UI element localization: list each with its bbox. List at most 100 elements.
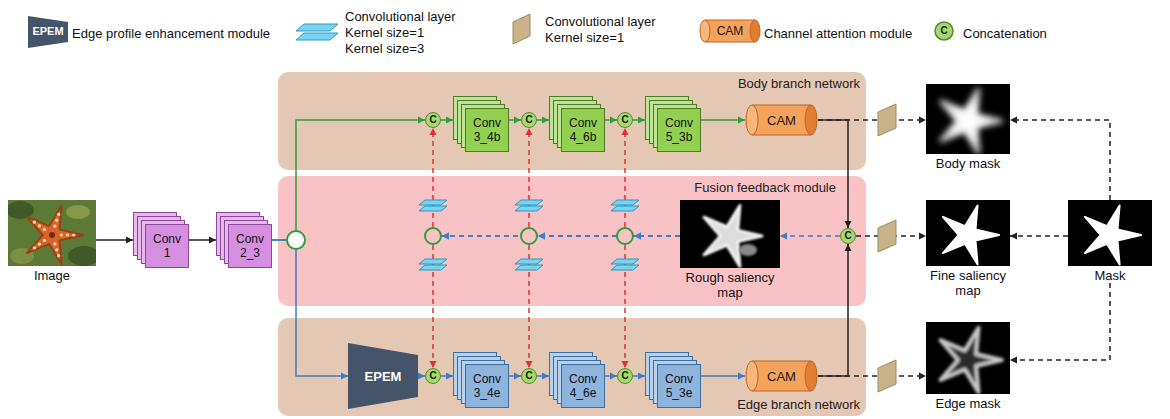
photo-picture [8, 200, 96, 266]
conv1x1-legend-icon [513, 14, 530, 44]
connector-line [442, 235, 680, 237]
epem-label: EPEM [365, 369, 402, 384]
band-heading: Body branch network [738, 76, 860, 91]
icon-label-text: CAM [700, 24, 760, 38]
conv-stack: Conv 5_3e [645, 352, 701, 408]
icon-label: EPEM [28, 25, 68, 38]
connector [537, 117, 549, 124]
image-node: Body mask [926, 84, 1010, 171]
legend-entry: Kernel size=1 [545, 28, 624, 46]
connector-line [818, 119, 926, 121]
arrowhead [919, 117, 926, 124]
arrowhead [622, 128, 629, 135]
connector [441, 373, 453, 380]
legend-entry: Edge profile enhancement module [72, 24, 270, 42]
conv-label: Conv 1 [153, 232, 181, 260]
connector-line [272, 240, 348, 376]
cam-cylinder: CAM [745, 360, 818, 392]
connector-line [780, 235, 840, 237]
connector [272, 117, 425, 241]
arrowhead [1010, 233, 1017, 240]
concat-circle: C [617, 368, 633, 384]
layer-front: Conv 4_6b [561, 108, 605, 152]
connector [272, 240, 348, 380]
conv-label: Conv 2_3 [236, 232, 264, 260]
connector [1010, 283, 1110, 364]
legend-entry: Kernel size=3 [345, 39, 424, 57]
connector [537, 373, 549, 380]
edge-picture [926, 322, 1010, 394]
legend-entry: Convolutional layer [545, 12, 656, 30]
conv-stack: Conv 4_6e [549, 352, 605, 408]
connector [430, 233, 681, 369]
connector-line [272, 120, 425, 240]
connector [1010, 117, 1110, 201]
legend-text: Kernel size=1 [345, 25, 424, 40]
layer-front: Conv 5_3b [657, 108, 701, 152]
concat-label: C [621, 115, 628, 125]
cam-cylinder: CAM [745, 104, 818, 136]
concat-circle: C [521, 112, 537, 128]
arrowhead [418, 373, 425, 380]
arrowhead [418, 117, 425, 124]
layer-front: Conv 1 [145, 224, 189, 268]
connector [441, 117, 453, 124]
arrowhead [126, 237, 133, 244]
conv-stack: Conv 5_3b [645, 96, 701, 152]
arrowhead [526, 361, 533, 368]
connector-line [624, 128, 626, 227]
layer-front: Conv 2_3 [228, 224, 272, 268]
concat-label: C [429, 115, 436, 125]
connector [633, 373, 645, 380]
image-caption: Mask [1068, 268, 1152, 283]
network-band: Edge branch networkEPEMCConv 3_4eCConv 4… [278, 318, 866, 416]
arrowhead [1010, 117, 1017, 124]
epem-legend-icon [28, 16, 68, 48]
arrowhead [610, 373, 617, 380]
conv-legend-icon [296, 24, 338, 40]
connector [818, 244, 852, 376]
conv-label: Conv 5_3b [665, 116, 693, 144]
image-caption: Rough saliency map [680, 270, 780, 300]
connector [1010, 233, 1068, 240]
connector-line [818, 120, 848, 228]
concat-circle: C [617, 112, 633, 128]
arrowhead [442, 233, 449, 240]
arrowhead [638, 117, 645, 124]
connector-line [1010, 235, 1068, 237]
connector [526, 233, 681, 369]
connector-line [442, 235, 680, 237]
cam-legend-icon [700, 20, 760, 42]
split-circle [287, 231, 305, 249]
legend-text: Edge profile enhancement module [72, 26, 270, 41]
concat-label: C [844, 231, 851, 241]
arrowhead [430, 128, 437, 135]
conv-label: Conv 3_4b [473, 116, 501, 144]
legend-text: Kernel size=1 [545, 30, 624, 45]
connector [509, 373, 521, 380]
arrowhead [442, 233, 449, 240]
connector [605, 117, 617, 124]
image-node: Edge mask [926, 322, 1010, 411]
concat-circle: C [521, 368, 537, 384]
arrowhead [341, 373, 348, 380]
legend-text: Channel attention module [764, 26, 912, 41]
arrowhead [845, 244, 852, 251]
arrowhead [622, 361, 629, 368]
network-band: Body branch networkC Conv 3_4b C Conv 4_6b C… [278, 72, 866, 170]
legend-entry: Concatenation [963, 24, 1047, 42]
connector [189, 237, 216, 244]
connector-line [528, 128, 530, 227]
concat-label: C [525, 115, 532, 125]
conv-stack: Conv 1 [133, 212, 189, 268]
fine-picture [926, 200, 1010, 266]
layer-front: Conv 3_4e [465, 364, 509, 408]
image-caption: Fine saliency map [926, 268, 1010, 298]
icon-label: CAM [700, 24, 760, 38]
concat-circle: C [425, 368, 441, 384]
legend-text: Kernel size=3 [345, 41, 424, 56]
conv-label: Conv 4_6e [569, 372, 597, 400]
conv-label: Conv 3_4e [473, 372, 501, 400]
legend-entry: Convolutional layer [345, 7, 456, 25]
